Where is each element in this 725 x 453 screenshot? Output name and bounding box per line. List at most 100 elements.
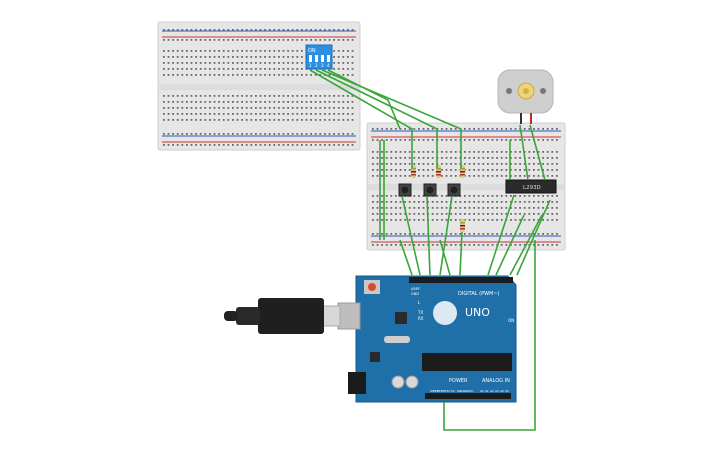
breadboard-hole	[287, 39, 289, 41]
power-label: POWER	[449, 378, 468, 384]
resistor[interactable]	[411, 165, 416, 178]
breadboard-hole	[464, 213, 466, 215]
breadboard-hole	[259, 39, 262, 41]
breadboard-hole	[376, 233, 379, 235]
breadboard-hole	[395, 128, 397, 130]
breadboard-hole	[418, 169, 420, 171]
breadboard-hole	[245, 50, 248, 52]
breadboard-hole	[445, 207, 448, 209]
breadboard-hole	[482, 244, 485, 246]
resistor[interactable]	[436, 165, 441, 178]
breadboard-hole	[255, 39, 257, 41]
breadboard-hole	[199, 62, 202, 64]
breadboard-hole	[232, 101, 234, 103]
analog-pin-labels: A0 A1 A2 A3 A4 A5	[480, 389, 509, 393]
breadboard-hole	[342, 113, 345, 115]
resistor[interactable]	[460, 219, 465, 232]
breadboard-hole	[528, 219, 531, 221]
breadboard-hole	[333, 113, 335, 115]
breadboard-hole	[533, 207, 535, 209]
breadboard-hole	[464, 244, 466, 246]
breadboard-hole	[505, 128, 508, 130]
breadboard-hole	[333, 56, 335, 58]
breadboard-hole	[482, 128, 485, 130]
breadboard-hole	[418, 233, 420, 235]
breadboard-hole	[163, 144, 165, 146]
breadboard-hole	[227, 144, 230, 146]
breadboard-hole	[372, 219, 374, 221]
breadboard-hole	[505, 175, 508, 177]
breadboard-hole	[505, 244, 508, 246]
breadboard-hole	[514, 163, 517, 165]
breadboard-hole	[514, 207, 517, 209]
breadboard-hole	[351, 101, 354, 103]
breadboard-hole	[441, 128, 443, 130]
breadboard-hole	[250, 39, 253, 41]
breadboard-hole	[473, 233, 475, 235]
breadboard-hole	[333, 62, 335, 64]
pushbutton[interactable]	[423, 183, 437, 197]
breadboard-hole	[250, 74, 253, 76]
breadboard-hole	[500, 157, 503, 159]
breadboard-hole	[310, 107, 312, 109]
breadboard-hole	[528, 163, 531, 165]
breadboard-hole	[454, 163, 457, 165]
breadboard-hole	[209, 101, 211, 103]
breadboard-small[interactable]	[157, 21, 361, 151]
breadboard-hole	[199, 74, 202, 76]
breadboard-hole	[241, 50, 243, 52]
pushbutton[interactable]	[447, 183, 461, 197]
arduino-board[interactable]: UNO DIGITAL (PWM~) POWER ANALOG IN TX RX…	[348, 275, 517, 403]
breadboard-hole	[445, 169, 448, 171]
breadboard-hole	[186, 101, 188, 103]
breadboard-hole	[431, 233, 434, 235]
breadboard-hole	[287, 29, 289, 31]
breadboard-hole	[468, 207, 471, 209]
breadboard-hole	[395, 169, 397, 171]
breadboard-hole	[482, 163, 485, 165]
pushbutton[interactable]	[398, 183, 412, 197]
breadboard-hole	[381, 157, 383, 159]
breadboard-hole	[227, 113, 230, 115]
breadboard-hole	[372, 175, 374, 177]
breadboard-hole	[268, 29, 271, 31]
breadboard-hole	[232, 68, 234, 70]
tx-label: TX	[417, 310, 423, 315]
breadboard-hole	[278, 101, 280, 103]
breadboard-hole	[305, 107, 308, 109]
breadboard-hole	[213, 95, 216, 97]
breadboard-hole	[296, 107, 299, 109]
motor-driver-chip[interactable]: L293D	[505, 179, 557, 194]
dip-switch[interactable]: ON 1 2 3 4	[305, 44, 333, 70]
breadboard-hole	[195, 144, 197, 146]
breadboard-hole	[385, 207, 388, 209]
breadboard-hole	[209, 144, 211, 146]
breadboard-hole	[172, 95, 174, 97]
breadboard-hole	[287, 95, 289, 97]
breadboard-hole	[551, 151, 554, 153]
breadboard-hole	[176, 101, 179, 103]
breadboard-main[interactable]	[366, 122, 566, 251]
resistor[interactable]	[460, 165, 465, 178]
breadboard-hole	[287, 119, 289, 121]
breadboard-hole	[372, 128, 374, 130]
breadboard-hole	[213, 113, 216, 115]
breadboard-hole	[232, 113, 234, 115]
breadboard-hole	[477, 201, 480, 203]
breadboard-hole	[464, 157, 466, 159]
breadboard-hole	[523, 213, 526, 215]
breadboard-hole	[477, 163, 480, 165]
breadboard-hole	[186, 113, 188, 115]
breadboard-hole	[259, 113, 262, 115]
breadboard-hole	[172, 133, 174, 135]
breadboard-hole	[319, 39, 322, 41]
breadboard-hole	[473, 139, 475, 141]
breadboard-hole	[296, 56, 299, 58]
breadboard-hole	[337, 95, 340, 97]
breadboard-hole	[282, 144, 285, 146]
dc-motor[interactable]	[497, 69, 554, 124]
breadboard-hole	[250, 95, 253, 97]
usb-cable[interactable]	[224, 298, 361, 334]
breadboard-hole	[418, 244, 420, 246]
